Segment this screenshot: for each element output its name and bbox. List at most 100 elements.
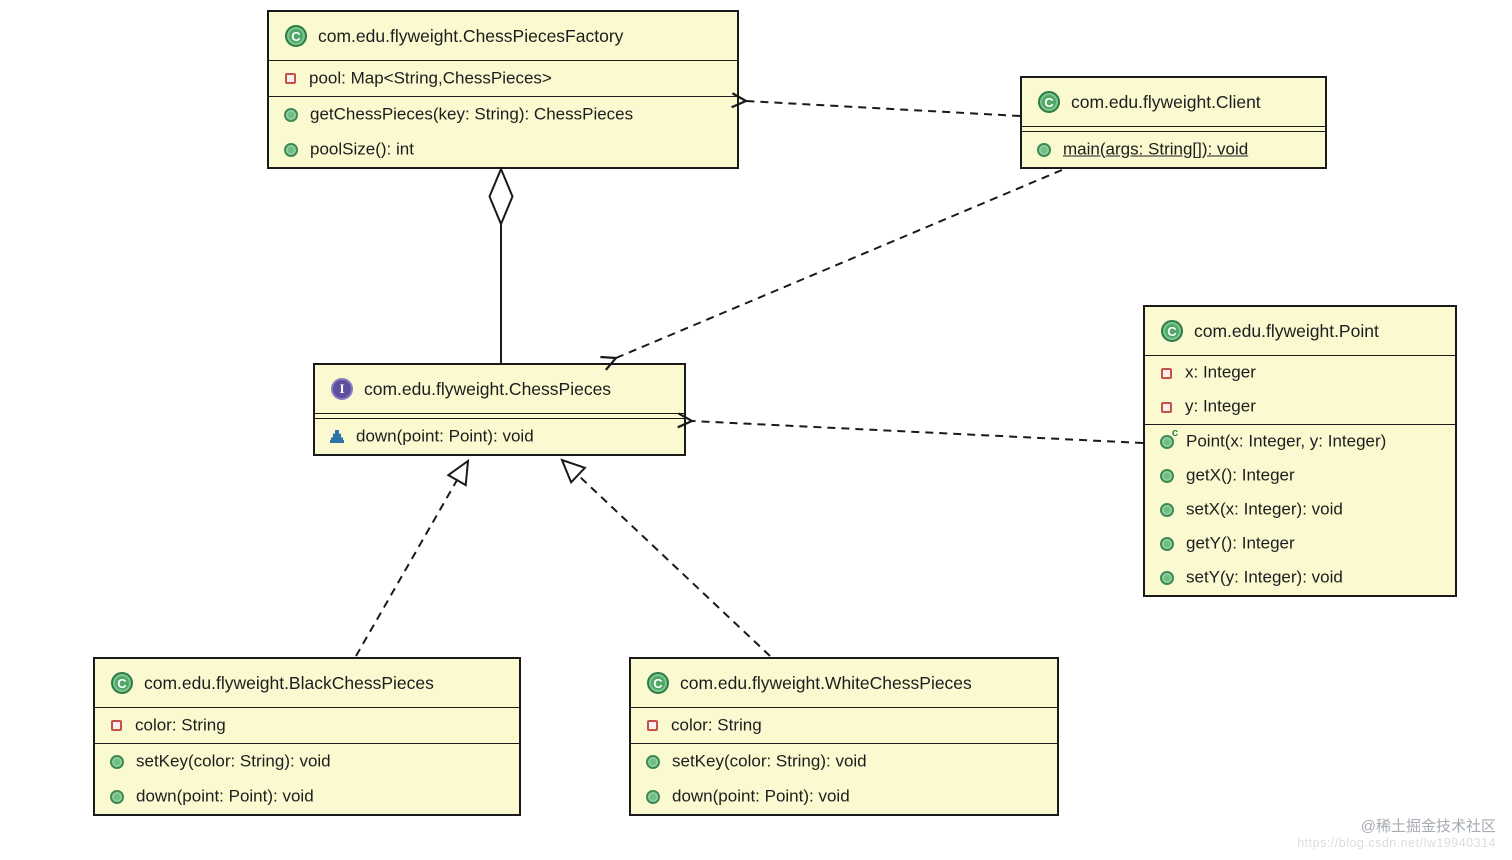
method-text: getChessPieces(key: String): ChessPieces bbox=[310, 104, 634, 123]
constructor-row: c Point(x: Integer, y: Integer) bbox=[1145, 425, 1455, 459]
methods-section: main(args: String[]): void bbox=[1022, 131, 1325, 167]
private-field-icon bbox=[647, 720, 658, 731]
methods-section: getChessPieces(key: String): ChessPieces… bbox=[269, 96, 737, 167]
method-text: setX(x: Integer): void bbox=[1186, 499, 1343, 519]
interface-title: com.edu.flyweight.ChessPieces bbox=[364, 378, 612, 399]
method-text: setKey(color: String): void bbox=[136, 751, 331, 770]
class-title: com.edu.flyweight.ChessPiecesFactory bbox=[318, 25, 624, 46]
method-text: getY(): Integer bbox=[1186, 533, 1295, 553]
class-title-row: C com.edu.flyweight.WhiteChessPieces bbox=[631, 659, 1057, 707]
private-field-icon bbox=[1161, 367, 1172, 379]
class-title: com.edu.flyweight.Point bbox=[1194, 320, 1379, 341]
field-text: y: Integer bbox=[1185, 396, 1256, 416]
class-title: com.edu.flyweight.WhiteChessPieces bbox=[680, 672, 972, 693]
class-title: com.edu.flyweight.BlackChessPieces bbox=[144, 672, 434, 693]
field-row: x: Integer bbox=[1145, 356, 1455, 390]
empty-fields-section bbox=[315, 413, 684, 418]
interface-node-chesspieces[interactable]: I com.edu.flyweight.ChessPieces down(poi… bbox=[313, 363, 686, 456]
public-method-icon bbox=[646, 789, 660, 804]
fields-section: x: Integer y: Integer bbox=[1145, 355, 1455, 424]
field-text: color: String bbox=[135, 715, 226, 734]
private-field-icon bbox=[1161, 401, 1172, 413]
public-method-icon bbox=[1160, 537, 1174, 551]
watermark-community: @稀土掘金技术社区 bbox=[1360, 817, 1496, 835]
class-icon: C bbox=[111, 672, 133, 694]
method-text: poolSize(): int bbox=[310, 139, 414, 158]
class-title-row: C com.edu.flyweight.Point bbox=[1145, 307, 1455, 355]
method-text: Point(x: Integer, y: Integer) bbox=[1186, 431, 1387, 451]
public-method-icon bbox=[1037, 142, 1051, 157]
interface-title-row: I com.edu.flyweight.ChessPieces bbox=[315, 365, 684, 413]
class-icon: C bbox=[1161, 320, 1183, 342]
empty-fields-section bbox=[1022, 126, 1325, 131]
public-method-icon bbox=[1160, 469, 1174, 483]
method-row: setKey(color: String): void bbox=[95, 744, 519, 779]
class-icon: C bbox=[647, 672, 669, 694]
class-node-client[interactable]: C com.edu.flyweight.Client main(args: St… bbox=[1020, 76, 1327, 169]
class-node-blackchesspieces[interactable]: C com.edu.flyweight.BlackChessPieces col… bbox=[93, 657, 521, 816]
field-text: pool: Map<String,ChessPieces> bbox=[309, 68, 552, 87]
class-node-chesspiecesfactory[interactable]: C com.edu.flyweight.ChessPiecesFactory p… bbox=[267, 10, 739, 169]
method-row: setX(x: Integer): void bbox=[1145, 493, 1455, 527]
method-text: main(args: String[]): void bbox=[1063, 139, 1249, 158]
constructor-icon: c bbox=[1160, 428, 1178, 449]
constructor-badge: c bbox=[1171, 427, 1178, 439]
private-field-icon bbox=[285, 73, 296, 84]
realization-black-chesspieces bbox=[355, 458, 470, 657]
method-row: setY(y: Integer): void bbox=[1145, 561, 1455, 595]
static-method-row: main(args: String[]): void bbox=[1022, 132, 1325, 167]
method-row: down(point: Point): void bbox=[631, 779, 1057, 814]
public-method-icon bbox=[646, 754, 660, 769]
field-text: x: Integer bbox=[1185, 362, 1256, 382]
dependency-client-chesspieces bbox=[600, 169, 1063, 371]
class-icon: C bbox=[285, 25, 307, 47]
dependency-point-chesspieces bbox=[677, 412, 1144, 444]
fields-section: color: String bbox=[95, 707, 519, 743]
aggregation-diamond bbox=[488, 166, 514, 227]
class-title-row: C com.edu.flyweight.Client bbox=[1022, 78, 1325, 126]
public-method-icon bbox=[110, 789, 124, 804]
method-row: getY(): Integer bbox=[1145, 527, 1455, 561]
public-method-icon bbox=[284, 142, 298, 157]
fields-section: pool: Map<String,ChessPieces> bbox=[269, 60, 737, 96]
dependency-client-factory bbox=[731, 92, 1021, 117]
method-text: setY(y: Integer): void bbox=[1186, 567, 1343, 587]
watermark-url: https://blog.csdn.net/lw19940314 bbox=[1297, 836, 1496, 851]
methods-section: setKey(color: String): void down(point: … bbox=[631, 743, 1057, 814]
field-row: color: String bbox=[95, 708, 519, 743]
abstract-method-icon bbox=[330, 430, 344, 443]
class-icon: C bbox=[1038, 91, 1060, 113]
method-text: down(point: Point): void bbox=[672, 786, 850, 805]
methods-section: setKey(color: String): void down(point: … bbox=[95, 743, 519, 814]
class-node-whitechesspieces[interactable]: C com.edu.flyweight.WhiteChessPieces col… bbox=[629, 657, 1059, 816]
fields-section: color: String bbox=[631, 707, 1057, 743]
interface-icon: I bbox=[331, 378, 353, 400]
field-row: color: String bbox=[631, 708, 1057, 743]
field-row: y: Integer bbox=[1145, 390, 1455, 424]
methods-section: c Point(x: Integer, y: Integer) getX(): … bbox=[1145, 424, 1455, 595]
method-text: getX(): Integer bbox=[1186, 465, 1295, 485]
class-title-row: C com.edu.flyweight.BlackChessPieces bbox=[95, 659, 519, 707]
class-title: com.edu.flyweight.Client bbox=[1071, 91, 1261, 112]
private-field-icon bbox=[111, 720, 122, 731]
watermark: @稀土掘金技术社区 https://blog.csdn.net/lw199403… bbox=[1297, 818, 1496, 852]
class-title-row: C com.edu.flyweight.ChessPiecesFactory bbox=[269, 12, 737, 60]
method-row: getChessPieces(key: String): ChessPieces bbox=[269, 97, 737, 132]
realization-white-chesspieces bbox=[560, 458, 771, 657]
field-text: color: String bbox=[671, 715, 762, 734]
public-method-icon bbox=[110, 754, 124, 769]
abstract-method-row: down(point: Point): void bbox=[315, 419, 684, 454]
method-row: down(point: Point): void bbox=[95, 779, 519, 814]
method-text: down(point: Point): void bbox=[356, 426, 534, 445]
method-row: poolSize(): int bbox=[269, 132, 737, 167]
method-row: setKey(color: String): void bbox=[631, 744, 1057, 779]
method-row: getX(): Integer bbox=[1145, 459, 1455, 493]
class-node-point[interactable]: C com.edu.flyweight.Point x: Integer y: … bbox=[1143, 305, 1457, 597]
methods-section: down(point: Point): void bbox=[315, 418, 684, 454]
method-text: setKey(color: String): void bbox=[672, 751, 867, 770]
public-method-icon bbox=[1160, 503, 1174, 517]
public-method-icon bbox=[284, 107, 298, 122]
public-method-icon bbox=[1160, 571, 1174, 585]
method-text: down(point: Point): void bbox=[136, 786, 314, 805]
